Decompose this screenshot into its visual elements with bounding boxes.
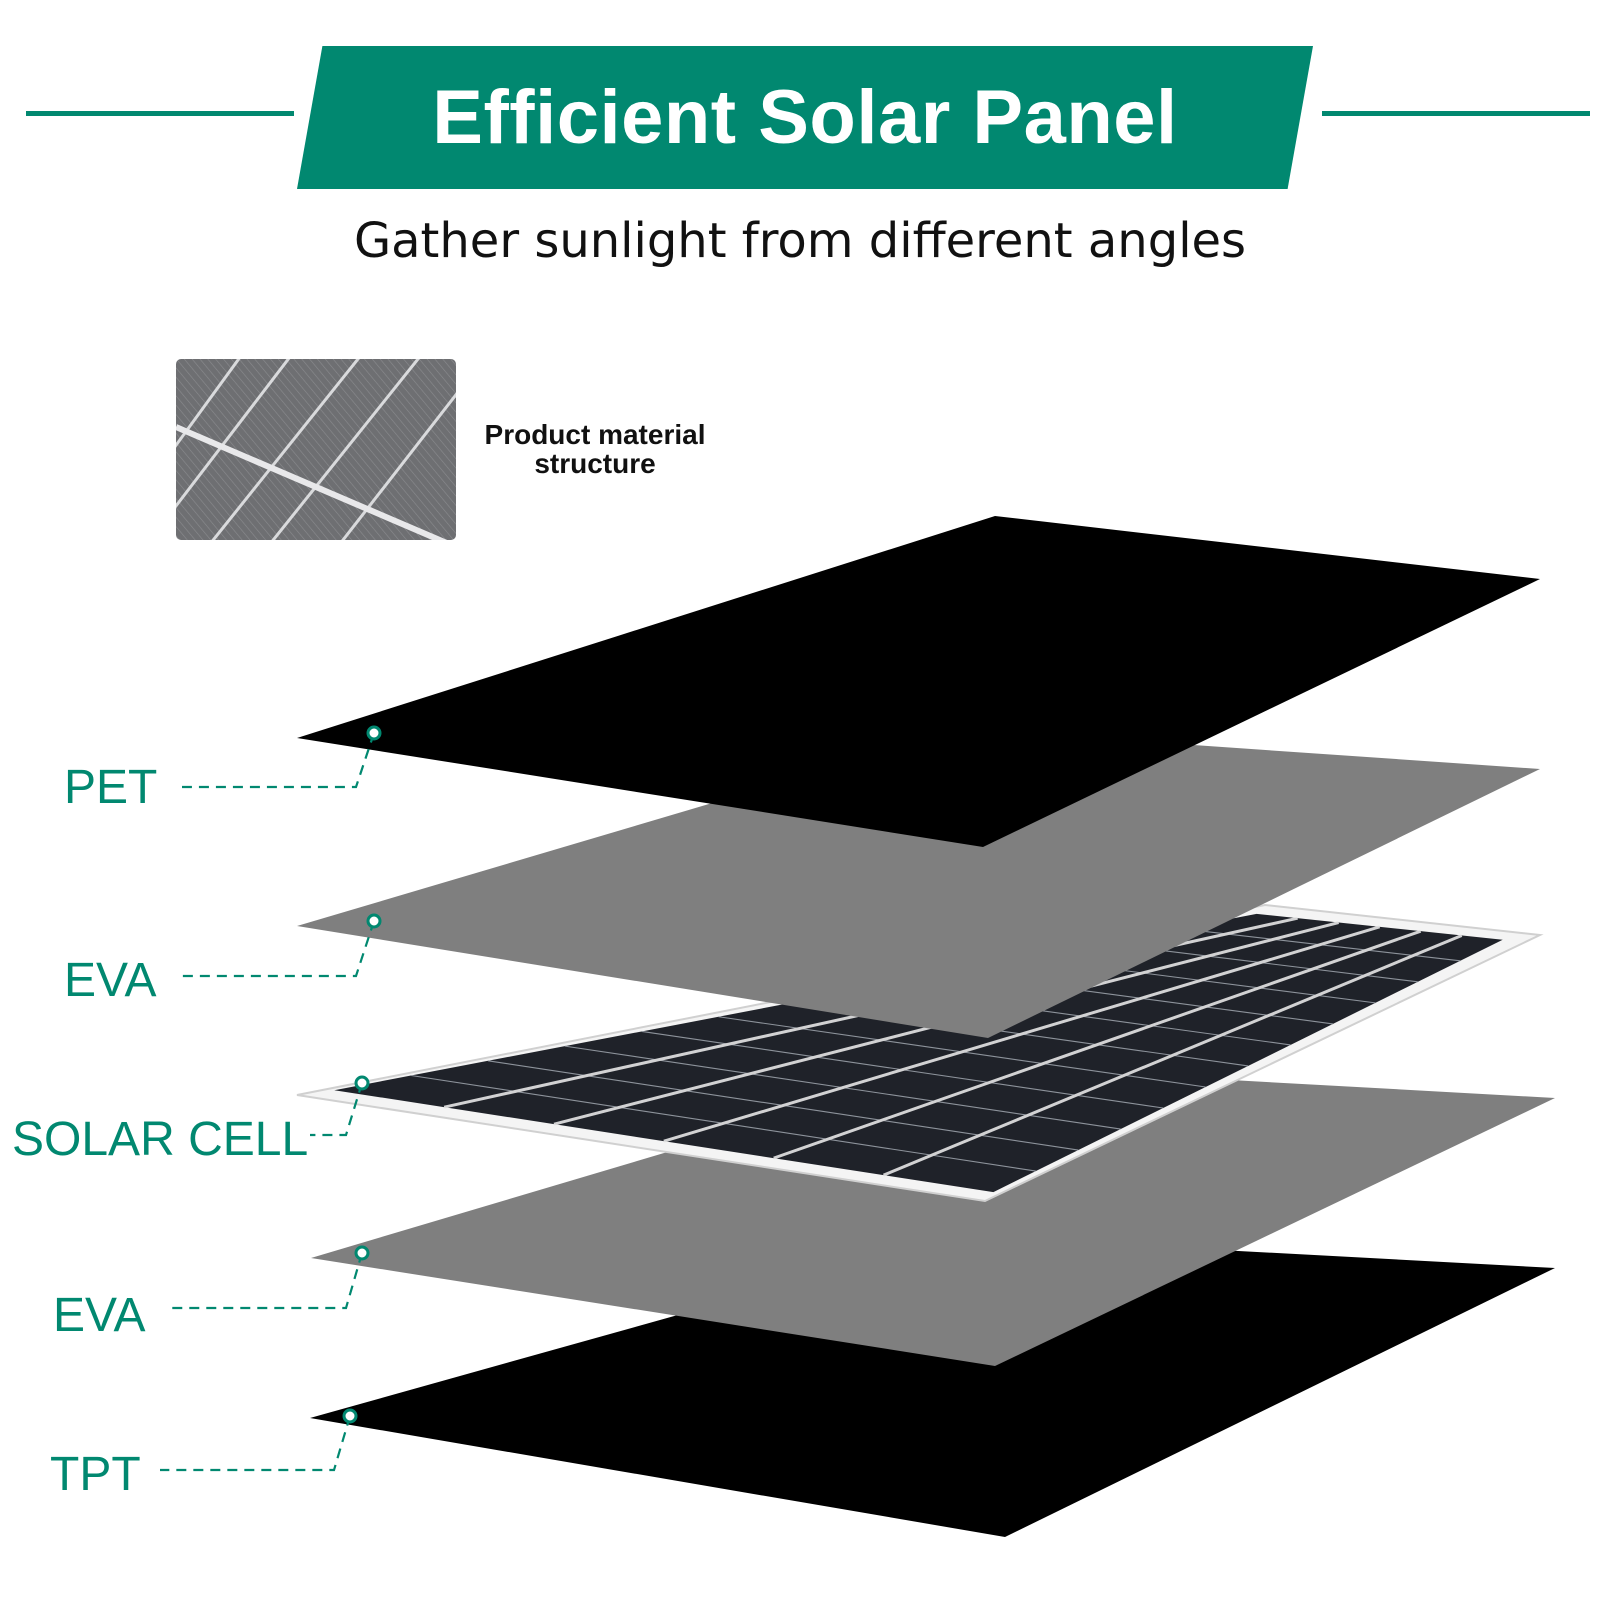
leader-eva-bottom xyxy=(171,1245,370,1310)
leader-pet xyxy=(182,725,382,789)
closeup-gap-line xyxy=(176,424,448,540)
closeup-cell-texture xyxy=(176,359,456,540)
solar-cell-surface xyxy=(334,913,1503,1193)
layer-label-tpt: TPT xyxy=(50,1448,141,1501)
sheet-tpt-surface xyxy=(310,1236,1555,1537)
inset-caption: Product material structure xyxy=(470,420,720,478)
inset-caption-line-1: Product material xyxy=(484,419,706,450)
title-banner xyxy=(297,46,1313,189)
leader-tpt-dot xyxy=(342,1408,358,1424)
inset-caption-line-2: structure xyxy=(534,448,656,479)
leader-eva-top-line xyxy=(182,920,376,978)
leader-tpt-line xyxy=(160,1415,352,1472)
layer-label-pet: PET xyxy=(64,761,158,814)
layer-label-eva-bottom: EVA xyxy=(53,1289,146,1342)
leader-pet-line xyxy=(182,732,376,789)
layer-label-eva-top: EVA xyxy=(64,954,157,1007)
layer-label-solar-cell: SOLAR CELL xyxy=(12,1113,309,1166)
title-left-rule xyxy=(26,111,294,116)
leader-tpt xyxy=(160,1408,358,1472)
leader-eva-bottom-line xyxy=(171,1252,364,1310)
leader-solar-cell-dot xyxy=(354,1075,370,1091)
material-closeup-image xyxy=(176,359,456,540)
sheet-pet xyxy=(297,516,1540,847)
leader-pet-dot xyxy=(366,725,382,741)
sheet-eva-bottom xyxy=(311,1065,1555,1366)
closeup-busbars xyxy=(176,359,456,540)
sheet-tpt xyxy=(310,1236,1555,1537)
page-title: Efficient Solar Panel xyxy=(432,75,1178,160)
leader-eva-top xyxy=(182,913,382,978)
sheet-eva-top xyxy=(297,729,1540,1038)
leader-eva-top-dot xyxy=(366,913,382,929)
leader-solar-cell-line xyxy=(310,1082,364,1137)
leader-eva-bottom-dot xyxy=(354,1245,370,1261)
title-right-rule xyxy=(1322,111,1590,116)
leader-solar-cell xyxy=(310,1075,370,1137)
sheet-eva-top-surface xyxy=(297,729,1540,1038)
sheet-eva-bottom-surface xyxy=(311,1065,1555,1366)
page-subtitle: Gather sunlight from different angles xyxy=(353,213,1247,269)
sheet-pet-surface xyxy=(297,516,1540,847)
